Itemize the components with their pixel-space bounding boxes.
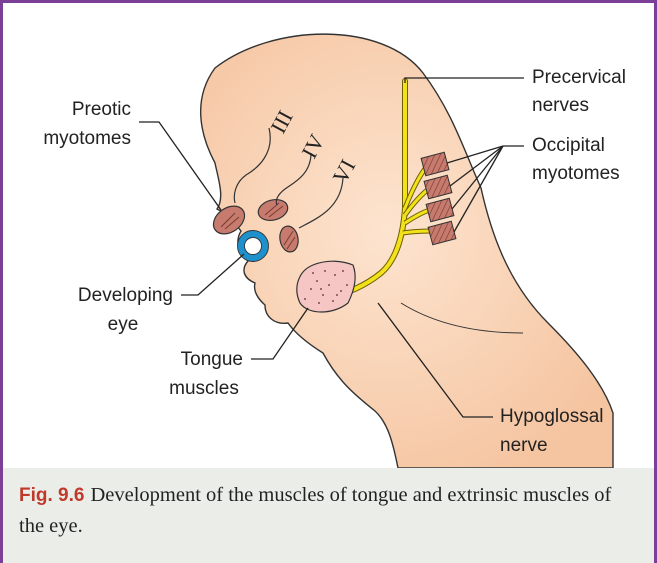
head-diagram: III IV VI Preotic myotomes Precervical n… — [3, 3, 654, 468]
label-precervical-line1: Precervical — [532, 67, 626, 88]
diagram-area: III IV VI Preotic myotomes Precervical n… — [3, 3, 654, 468]
label-tongue-line2: muscles — [169, 378, 239, 399]
tongue — [297, 261, 355, 312]
label-tongue-line1: Tongue — [181, 349, 243, 370]
label-hypoglossal-line1: Hypoglossal — [500, 406, 604, 427]
label-hypoglossal-line2: nerve — [500, 435, 548, 456]
label-occipital-line1: Occipital — [532, 135, 605, 156]
label-precervical-line2: nerves — [532, 95, 589, 116]
label-occipital-line2: myotomes — [532, 163, 620, 184]
label-preotic-line2: myotomes — [43, 128, 131, 149]
label-developing-line1: Developing — [78, 285, 173, 306]
figure-number: Fig. 9.6 — [19, 485, 84, 506]
label-developing-line2: eye — [108, 314, 139, 335]
label-preotic-line1: Preotic — [72, 99, 131, 120]
developing-eye — [238, 231, 269, 262]
caption-text: Development of the muscles of tongue and… — [19, 484, 611, 537]
